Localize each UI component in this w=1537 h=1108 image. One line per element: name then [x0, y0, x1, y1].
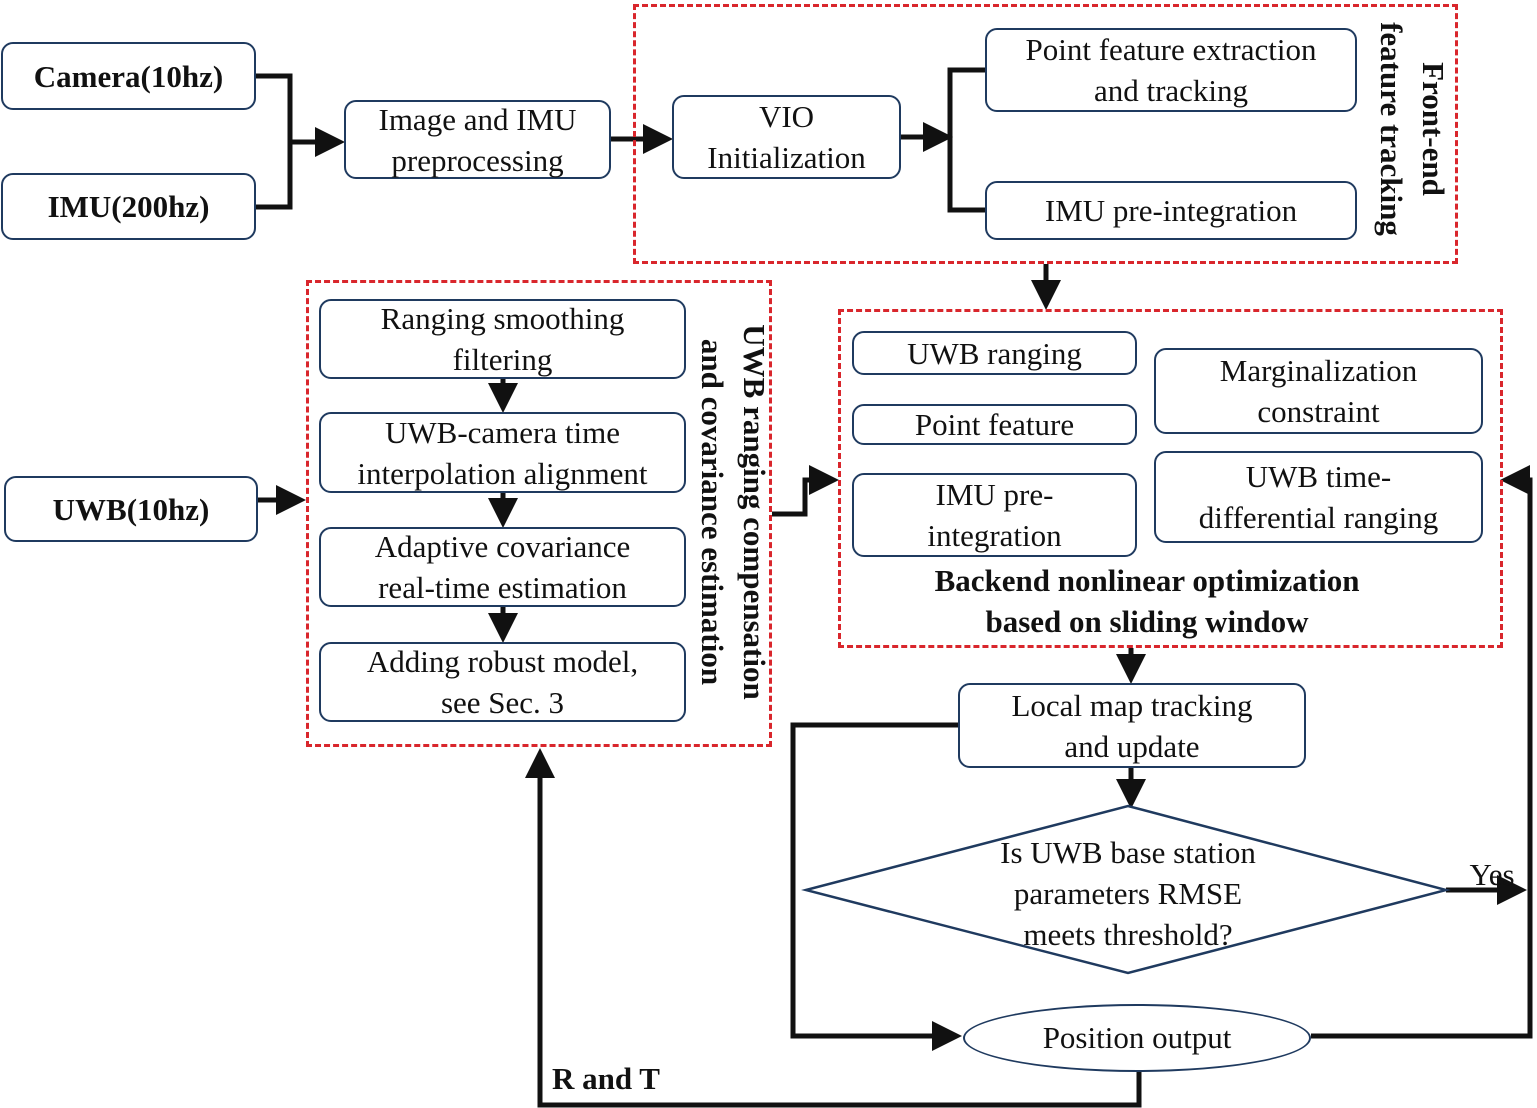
r-and-t-feedback-arrow: [525, 748, 1142, 1108]
camera-input-box: Camera(10hz): [1, 42, 256, 110]
front-end-group: [633, 4, 1458, 264]
local-map-to-position-arrow: [790, 722, 962, 1051]
ranging-smoothing-box: Ranging smoothing filtering: [319, 299, 686, 379]
decision-text: Is UWB base station parameters RMSE meet…: [1000, 835, 1256, 952]
uwb-group-to-backend-arrow: [772, 465, 839, 517]
decision-diamond: [801, 804, 1451, 975]
front-end-group-title: Front-end feature tracking: [1374, 22, 1451, 236]
position-output-ellipse: Position output: [963, 1004, 1311, 1072]
robust-model-box: Adding robust model, see Sec. 3: [319, 642, 686, 722]
point-feature-extraction-box: Point feature extraction and tracking: [985, 28, 1357, 112]
camera-to-merge-line: [256, 73, 293, 210]
imu-preintegration-factor-box: IMU pre- integration: [852, 473, 1137, 557]
imu-input-box: IMU(200hz): [1, 173, 256, 240]
uwb-time-differential-box: UWB time- differential ranging: [1154, 451, 1483, 543]
uwb-ranging-factor-box: UWB ranging: [852, 331, 1137, 375]
adaptive-covariance-box: Adaptive covariance real-time estimation: [319, 527, 686, 607]
backend-group-title: Backend nonlinear optimization based on …: [934, 563, 1360, 639]
uwb-ranging-group-title: UWB ranging compensation and covariance …: [695, 324, 772, 700]
vio-initialization-box: VIO Initialization: [672, 95, 901, 179]
backend-group: [838, 309, 1503, 648]
preprocessing-box: Image and IMU preprocessing: [344, 100, 611, 179]
uwb-input-box: UWB(10hz): [4, 476, 258, 542]
uwb-ranging-group: [306, 280, 772, 747]
front-end-split-line: [947, 67, 985, 213]
position-to-backend-arrow: [1311, 465, 1533, 1039]
time-interpolation-box: UWB-camera time interpolation alignment: [319, 412, 686, 493]
local-map-tracking-box: Local map tracking and update: [958, 683, 1306, 768]
yes-label: Yes: [1469, 857, 1515, 892]
r-and-t-label: R and T: [552, 1061, 660, 1096]
front-end-imu-preintegration-box: IMU pre-integration: [985, 181, 1357, 240]
point-feature-factor-box: Point feature: [852, 404, 1137, 445]
marginalization-constraint-box: Marginalization constraint: [1154, 348, 1483, 434]
